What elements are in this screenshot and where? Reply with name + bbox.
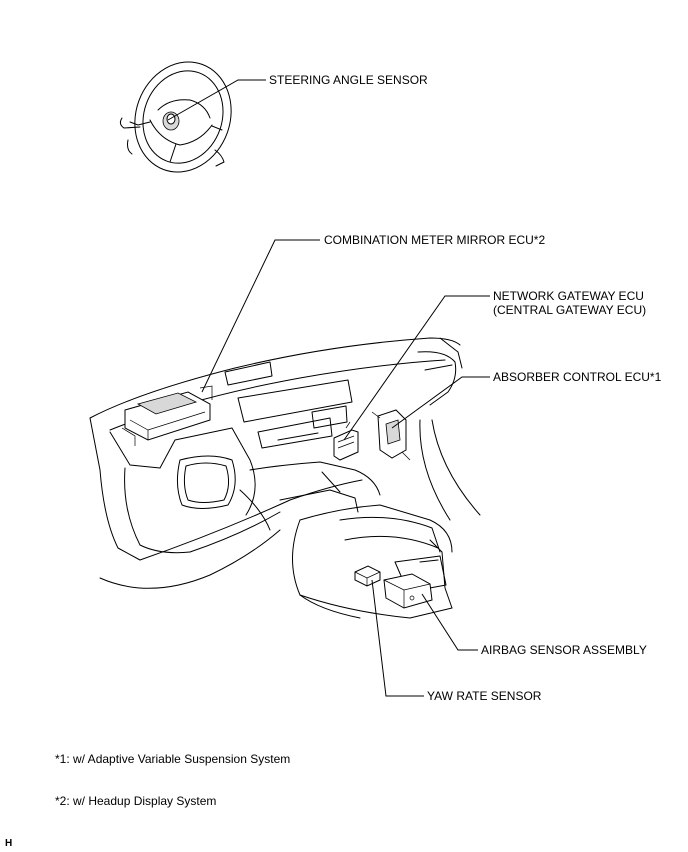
network-gateway-ecu-label-line1: NETWORK GATEWAY ECU: [493, 289, 644, 303]
absorber-control-ecu-label: ABSORBER CONTROL ECU*1: [493, 370, 662, 384]
dashboard-illustration: [89, 337, 481, 619]
airbag-sensor-assembly-label: AIRBAG SENSOR ASSEMBLY: [481, 643, 647, 657]
network-gateway-ecu-part: [333, 421, 359, 461]
yaw-rate-sensor-label: YAW RATE SENSOR: [427, 689, 542, 703]
combination-meter-ecu-label: COMBINATION METER MIRROR ECU*2: [324, 233, 546, 247]
leader-lines: [167, 79, 490, 697]
footnote-2: *2: w/ Headup Display System: [55, 794, 217, 808]
steering-wheel-illustration: [119, 61, 232, 173]
network-gateway-ecu-label-line2: (CENTRAL GATEWAY ECU): [493, 303, 647, 317]
airbag-sensor-assembly-part: [383, 573, 433, 609]
yaw-rate-sensor-part: [354, 565, 381, 587]
leader-network-gateway: [343, 295, 490, 441]
absorber-control-ecu-part: [371, 409, 411, 461]
leader-yaw-rate-sensor: [371, 579, 424, 697]
combination-meter-ecu-part: [121, 385, 213, 446]
footnote-1: *1: w/ Adaptive Variable Suspension Syst…: [55, 752, 291, 766]
leader-airbag-sensor: [421, 593, 478, 651]
leader-steering-angle-sensor: [167, 79, 266, 121]
steering-angle-sensor-label: STEERING ANGLE SENSOR: [269, 73, 428, 87]
leader-absorber-control: [391, 376, 490, 429]
leader-combination-meter: [201, 239, 320, 393]
corner-mark: H: [5, 838, 13, 849]
